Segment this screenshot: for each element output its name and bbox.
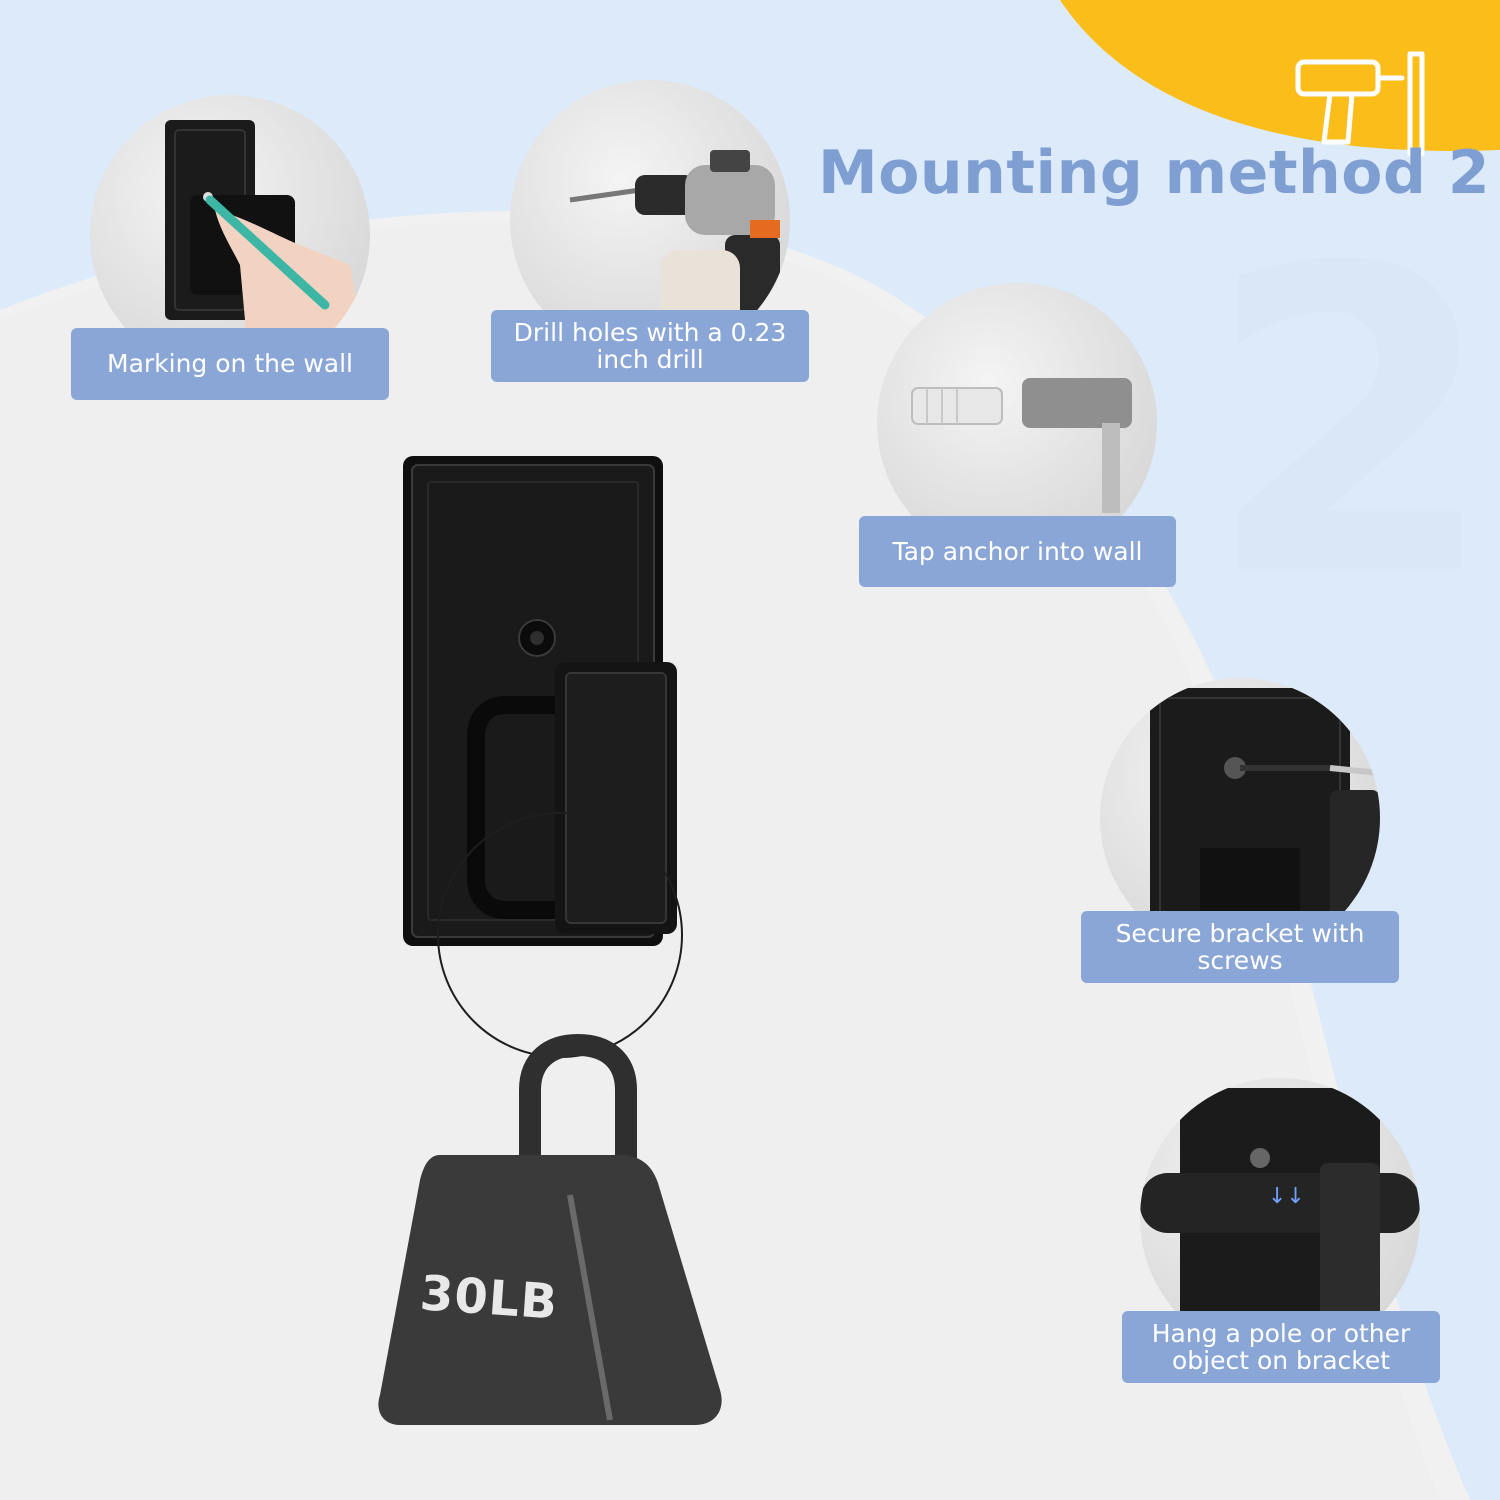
step-3-label: Tap anchor into wall [859,516,1176,587]
weight-capacity-label: 30LB [418,1265,560,1331]
step-1-label: Marking on the wall [71,328,389,400]
drill-outline-icon [1295,51,1425,157]
page-title: Mounting method 2 [818,138,1491,208]
step-2-label: Drill holes with a 0.23 inch drill [491,310,809,382]
svg-text:↓↓: ↓↓ [1268,1184,1305,1209]
step-5-label: Hang a pole or other object on bracket [1122,1311,1440,1383]
big-step-number: 2 [1205,180,1498,669]
step-4-label: Secure bracket with screws [1081,911,1399,983]
